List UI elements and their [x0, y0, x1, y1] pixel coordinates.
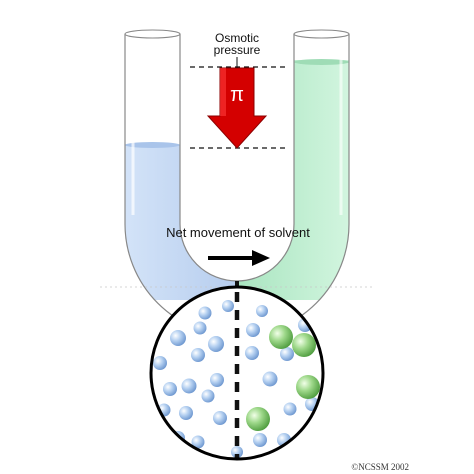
solution-surface — [294, 59, 349, 65]
down-arrow-icon — [206, 67, 268, 149]
magnified-view — [149, 285, 325, 461]
left-tube-rim — [124, 29, 181, 39]
magnified-view-border — [149, 285, 325, 461]
copyright-credit: ©NCSSM 2002 — [351, 462, 409, 472]
particles — [153, 292, 320, 459]
solution-liquid — [237, 60, 349, 300]
solvent-surface — [125, 142, 180, 148]
pi-symbol: π — [230, 84, 244, 106]
osmotic-label-line2: pressure — [214, 43, 261, 57]
osmotic-label-line1: Osmotic — [215, 31, 259, 45]
right-tube-rim — [293, 29, 350, 39]
right-arrow-icon — [208, 250, 270, 266]
solvent-liquid — [125, 145, 237, 300]
solvent-particles — [153, 300, 319, 458]
net-movement-label: Net movement of solvent — [166, 225, 310, 240]
solute-particles — [246, 325, 320, 431]
osmotic-pressure-arrow: π — [206, 67, 268, 149]
